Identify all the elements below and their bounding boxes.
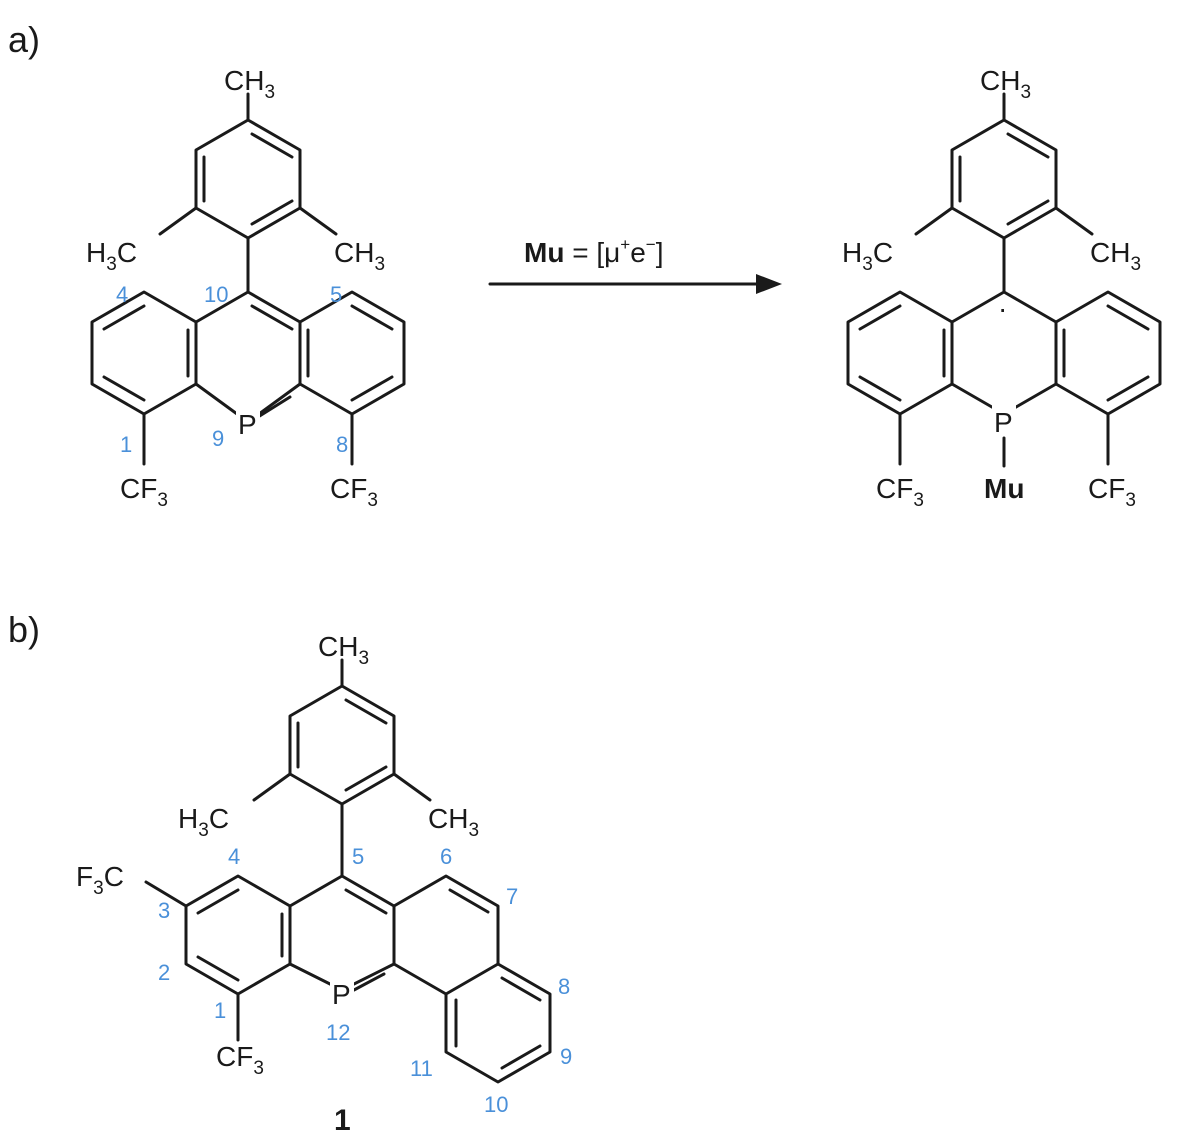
central-ring-cpd1 — [288, 874, 396, 992]
svg-text:11: 11 — [410, 1056, 433, 1081]
right-ring-inner-bonds — [306, 304, 394, 402]
svg-text:6: 6 — [440, 844, 452, 869]
svg-text:CH3: CH3 — [980, 65, 1031, 103]
ch3-label-top: CH3 — [224, 65, 275, 103]
svg-text:CH3: CH3 — [428, 803, 479, 841]
left-ring-cpd1 — [184, 874, 292, 996]
f3c-label: F3C — [76, 861, 124, 899]
left-ring — [90, 290, 198, 416]
central-double-bond — [250, 304, 294, 331]
mesityl-ring — [194, 118, 302, 240]
svg-text:8: 8 — [558, 974, 570, 999]
phosphorus-atom: P — [238, 409, 257, 440]
h3c-label-left: H3C — [86, 237, 137, 275]
svg-text:5: 5 — [352, 844, 364, 869]
phosphorus-atom-cpd1: P — [332, 979, 351, 1010]
panel-label-a: a) — [8, 19, 40, 60]
phosphaanthracene-structure: P CH3 H3C CH3 CF3 CF3 4 10 5 1 9 8 — [86, 65, 406, 511]
central-ring — [194, 290, 302, 424]
compound-1-structure: P CH3 H3C CH3 F3C CF3 4 5 6 7 3 2 8 1 12… — [76, 631, 572, 1137]
position-label-8: 8 — [336, 432, 348, 457]
svg-text:CH3: CH3 — [318, 631, 369, 669]
right-ring-product — [1054, 290, 1162, 416]
svg-text:4: 4 — [228, 844, 240, 869]
panel-label-b: b) — [8, 609, 40, 650]
ortho-methyl-bond-left — [158, 206, 198, 236]
svg-text:2: 2 — [158, 960, 170, 985]
svg-text:1: 1 — [214, 998, 226, 1023]
mesityl-inner-bonds-product — [958, 132, 1050, 226]
position-label-1: 1 — [120, 432, 132, 457]
svg-text:10: 10 — [484, 1092, 508, 1117]
svg-text:CF3: CF3 — [216, 1041, 264, 1079]
reaction-arrow-group: Mu = [μ+e−] — [488, 235, 782, 294]
naphth-ring-a — [392, 874, 500, 996]
svg-text:7: 7 — [506, 884, 518, 909]
cf3-label-left: CF3 — [120, 473, 168, 511]
muoniated-radical-structure: P · CH3 H3C CH3 CF3 Mu CF3 — [842, 65, 1162, 511]
right-ring — [298, 290, 406, 416]
mesityl-ring-cpd1 — [288, 684, 396, 806]
left-ring-inner-bonds — [102, 304, 190, 402]
svg-text:CF3: CF3 — [876, 473, 924, 511]
ch3-label-right: CH3 — [334, 237, 385, 275]
svg-text:CF3: CF3 — [1088, 473, 1136, 511]
left-ring-product — [846, 290, 954, 416]
compound-number: 1 — [334, 1104, 351, 1137]
svg-text:CH3: CH3 — [1090, 237, 1141, 275]
svg-text:9: 9 — [560, 1044, 572, 1069]
mesityl-ring-product — [950, 118, 1058, 240]
reaction-condition: Mu = [μ+e−] — [524, 235, 664, 268]
svg-text:H3C: H3C — [178, 803, 229, 841]
phosphorus-atom-product: P — [994, 407, 1013, 438]
radical-dot: · — [998, 293, 1007, 324]
naphth-ring-b — [444, 962, 552, 1084]
cf3-bond-c3 — [144, 880, 188, 908]
arrow-head — [756, 274, 782, 294]
svg-text:3: 3 — [158, 898, 170, 923]
position-label-9: 9 — [212, 426, 224, 451]
position-label-4: 4 — [116, 282, 128, 307]
svg-text:H3C: H3C — [842, 237, 893, 275]
cf3-label-right: CF3 — [330, 473, 378, 511]
p-double-bond — [256, 395, 292, 419]
position-label-10: 10 — [204, 282, 228, 307]
mesityl-inner-bonds — [202, 132, 294, 226]
svg-text:12: 12 — [326, 1020, 350, 1045]
ortho-methyl-bond-right — [298, 206, 338, 236]
muonium-label: Mu — [984, 473, 1024, 504]
position-label-5: 5 — [330, 282, 342, 307]
